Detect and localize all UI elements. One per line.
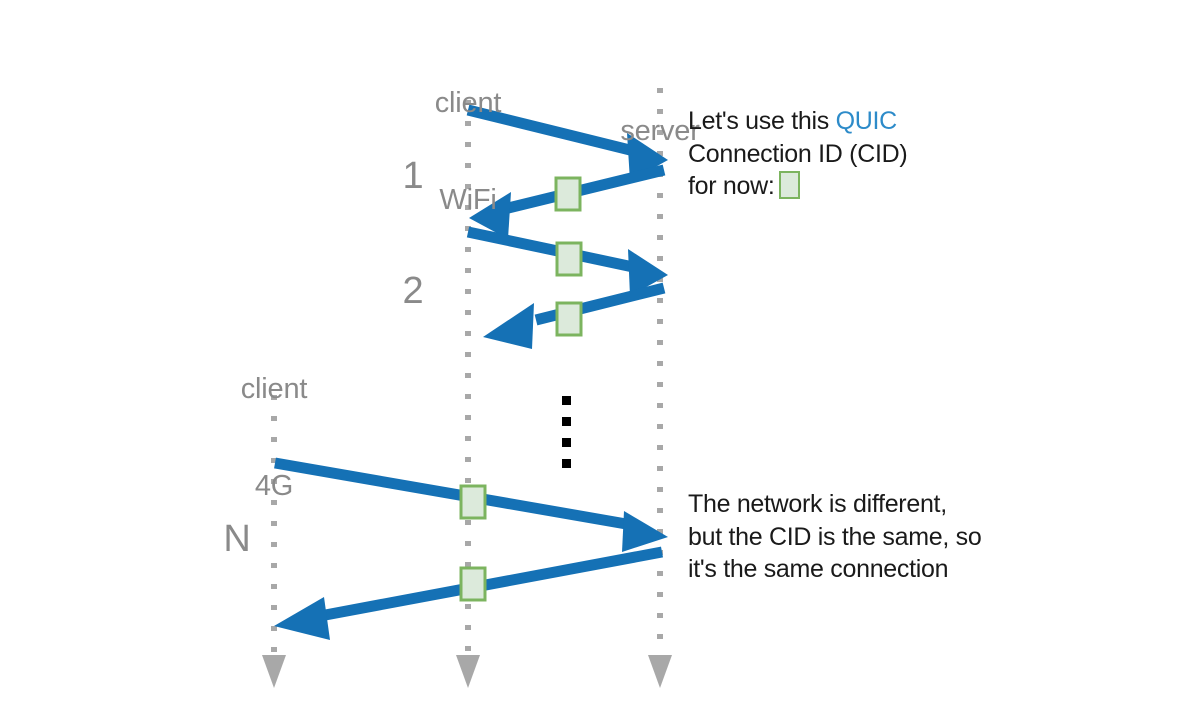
note-cid-assignment: Let's use this QUIC Connection ID (CID) … bbox=[688, 105, 988, 203]
message-arrow-n-request-shaft bbox=[274, 457, 633, 531]
message-arrow-n-request bbox=[274, 457, 668, 552]
step-label-2: 2 bbox=[402, 270, 424, 312]
step-label-1: 1 bbox=[402, 155, 424, 197]
lifeline-label-client-4g-line2: 4G bbox=[254, 470, 294, 503]
cid-chip-icon bbox=[778, 171, 800, 199]
lifeline-label-client-4g-line1: client bbox=[240, 372, 308, 405]
note-migration-line1: The network is different, bbox=[688, 490, 947, 518]
message-arrow-n-response-head-icon bbox=[274, 597, 330, 640]
message-arrow-2-request bbox=[466, 226, 668, 296]
lifeline-label-client-wifi: client WiFi bbox=[398, 22, 538, 282]
message-arrow-1-response-shaft bbox=[498, 164, 666, 216]
message-arrow-1-response bbox=[469, 164, 666, 239]
message-arrow-2-response-shaft bbox=[534, 282, 666, 326]
lifeline-label-server: server bbox=[592, 50, 728, 212]
note-migration-line2: but the CID is the same, so bbox=[688, 522, 982, 551]
message-arrow-1-request bbox=[466, 104, 668, 181]
lifeline-client-wifi-arrowhead-icon bbox=[456, 655, 480, 688]
message-arrow-1-request-head-icon bbox=[627, 133, 668, 181]
cid-marker-1-response bbox=[554, 176, 582, 212]
lifeline-label-client-4g: client 4G bbox=[204, 308, 344, 568]
message-arrow-n-response bbox=[274, 546, 664, 640]
lifeline-server-arrowhead-icon bbox=[648, 655, 672, 688]
lifeline-client-4g-arrowhead-icon bbox=[262, 655, 286, 688]
note-quic-keyword: QUIC bbox=[835, 107, 898, 135]
cid-marker-n-request bbox=[459, 484, 487, 520]
lifeline-client-4g bbox=[262, 395, 286, 688]
lifeline-label-server-line1: server bbox=[620, 114, 700, 147]
lifeline-server bbox=[648, 88, 672, 688]
message-arrow-2-response-head-icon bbox=[483, 303, 534, 349]
note-cid-assignment-line3-text: for now: bbox=[688, 172, 775, 200]
lifeline-client-wifi bbox=[456, 100, 480, 688]
lifeline-label-client-wifi-line2: WiFi bbox=[439, 184, 497, 217]
step-label-n: N bbox=[223, 518, 251, 560]
note-migration: The network is different, but the CID is… bbox=[688, 488, 1008, 586]
note-migration-line3: it's the same connection bbox=[688, 555, 949, 583]
cid-marker-2-response bbox=[555, 301, 583, 337]
message-arrow-1-request-shaft bbox=[466, 104, 640, 158]
cid-marker-2-request bbox=[555, 241, 583, 277]
lifeline-label-client-wifi-line1: client bbox=[434, 86, 502, 119]
note-cid-assignment-line3: for now: bbox=[688, 170, 988, 203]
message-arrow-2-request-shaft bbox=[466, 226, 640, 274]
message-arrow-2-response bbox=[483, 282, 666, 349]
vertical-ellipsis-icon bbox=[562, 396, 571, 468]
cid-marker-n-response bbox=[459, 566, 487, 602]
message-arrow-2-request-head-icon bbox=[628, 249, 668, 296]
note-cid-assignment-line1-text: Let's use this bbox=[688, 107, 836, 135]
note-cid-assignment-line2: Connection ID (CID) bbox=[688, 139, 908, 168]
message-arrow-n-request-head-icon bbox=[622, 511, 668, 552]
message-arrow-n-response-shaft bbox=[318, 546, 664, 622]
note-cid-assignment-line1: Let's use this QUIC bbox=[688, 105, 988, 138]
message-arrow-1-response-head-icon bbox=[469, 192, 511, 239]
